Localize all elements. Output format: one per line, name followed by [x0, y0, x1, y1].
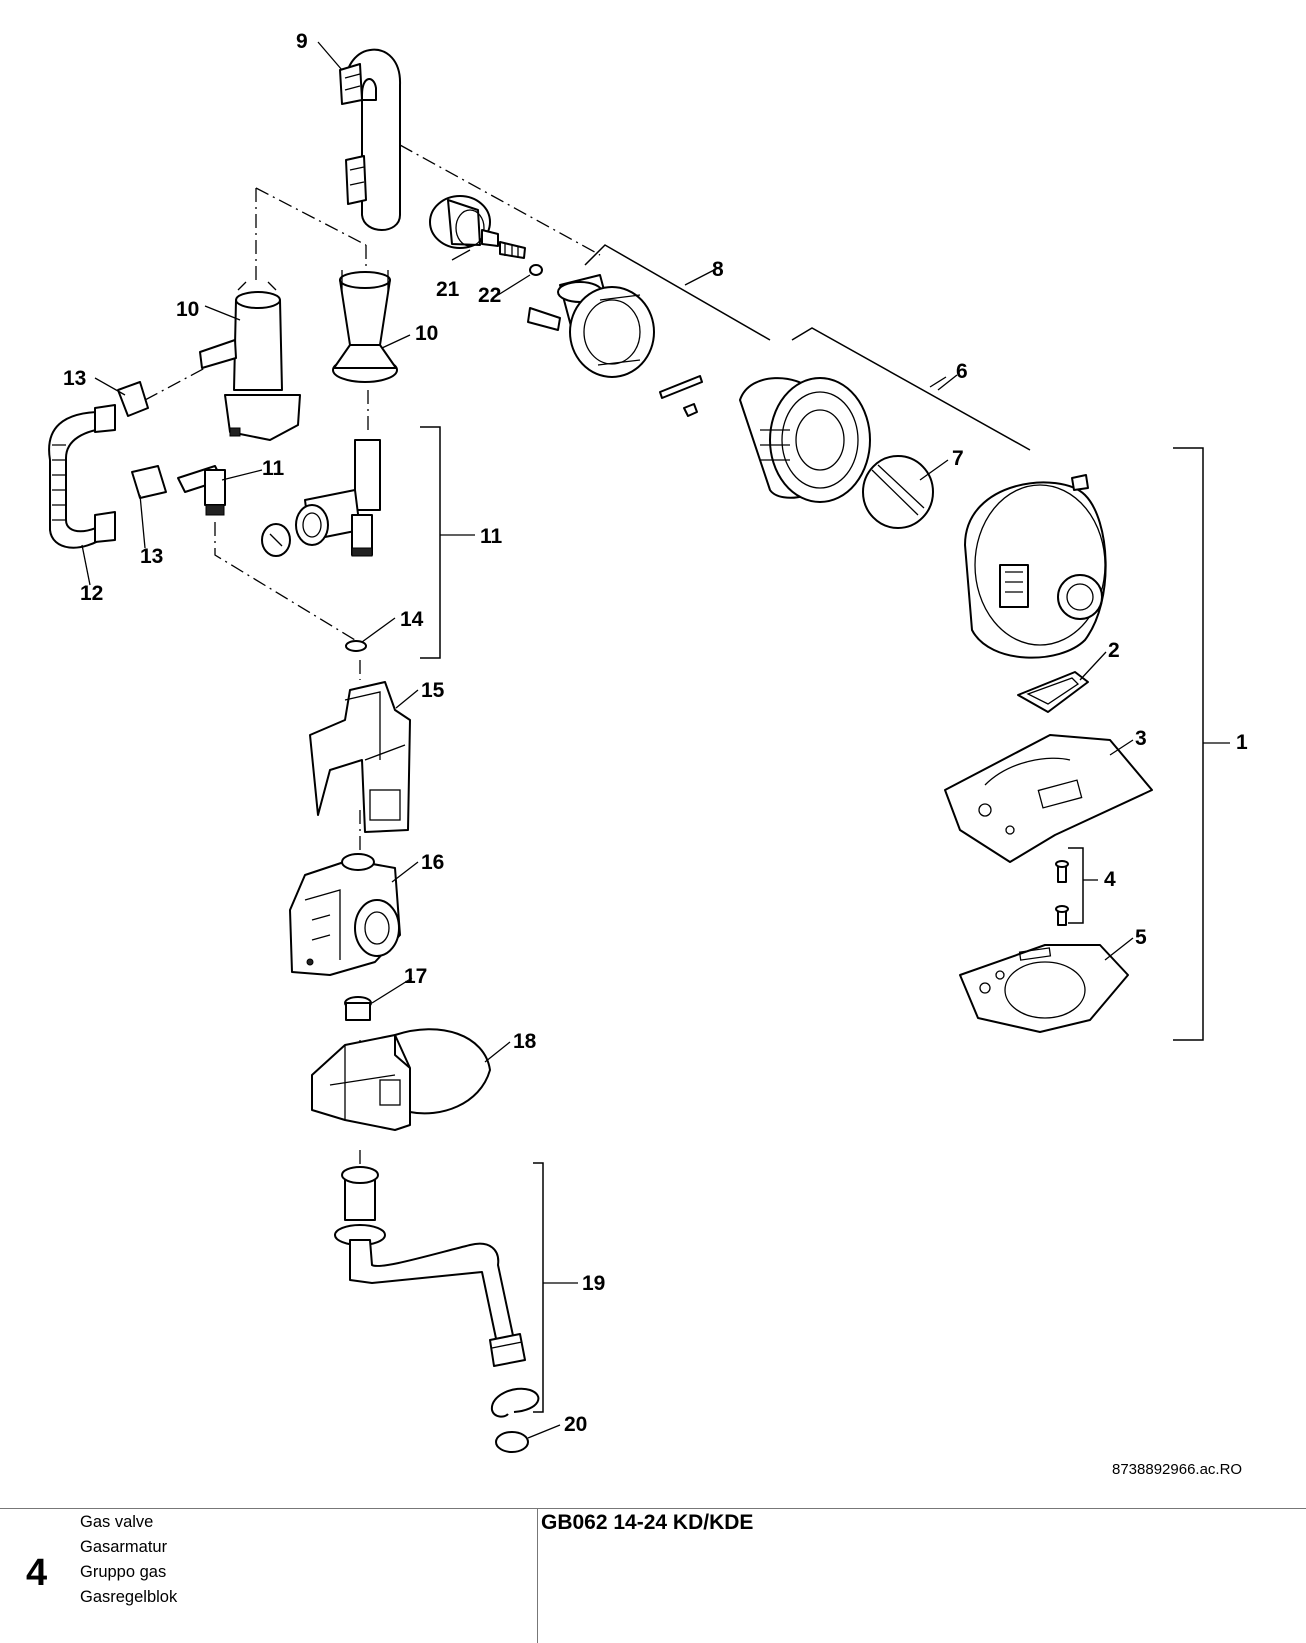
part-1-fan-assembly: [964, 474, 1107, 659]
part-screw-pin: [659, 375, 703, 417]
leader-lines: [81, 41, 1230, 1439]
part-14-oring: [345, 640, 367, 652]
part-10-siphon-left: [199, 281, 301, 441]
page-number: 4: [26, 1552, 48, 1594]
part-16-gas-valve: [289, 853, 401, 976]
part-19-gas-pipe: [334, 1166, 526, 1367]
part-6-fan-housing: [739, 377, 871, 503]
footer-divider: [537, 1508, 538, 1643]
callout-20: 20: [564, 1413, 587, 1436]
part-5-gasket-plate: [959, 944, 1129, 1033]
section-name-nl: Gasregelblok: [80, 1588, 178, 1606]
part-11-t-piece: [261, 439, 381, 557]
part-2-gasket: [1017, 671, 1089, 713]
callout-22: 22: [478, 284, 501, 307]
callout-9: 9: [296, 30, 308, 53]
callout-17: 17: [404, 965, 427, 988]
part-22-nozzle: [499, 241, 543, 276]
exploded-parts-diagram: 9 21 22 8 10 10 6 13 7 11 11 13 12 14 2 …: [48, 30, 1248, 1453]
callout-1: 1: [1236, 731, 1248, 754]
part-3-mounting-plate: [944, 734, 1153, 863]
part-8-venturi: [527, 274, 655, 378]
section-name-en: Gas valve: [80, 1513, 154, 1531]
callout-4: 4: [1104, 868, 1116, 891]
part-11-elbow: [177, 465, 226, 516]
callout-13-top: 13: [63, 367, 86, 390]
part-15-bracket: [309, 681, 411, 833]
callout-10-left: 10: [176, 298, 199, 321]
callout-labels: 9 21 22 8 10 10 6 13 7 11 11 13 12 14 2 …: [63, 30, 1248, 1436]
callout-10-right: 10: [415, 322, 438, 345]
part-7-flap: [862, 455, 934, 529]
section-name-it: Gruppo gas: [80, 1563, 167, 1581]
callout-6: 6: [956, 360, 968, 383]
grouping-brackets: [420, 244, 1204, 1413]
callout-11-group: 11: [480, 525, 503, 548]
part-17-nipple: [344, 996, 372, 1021]
section-names: Gas valve Gasarmatur Gruppo gas Gasregel…: [80, 1510, 177, 1610]
callout-15: 15: [421, 679, 445, 702]
callout-12: 12: [80, 582, 103, 605]
footer: 4 Gas valve Gasarmatur Gruppo gas Gasreg…: [0, 1508, 1306, 1643]
callout-18: 18: [513, 1030, 537, 1053]
part-9-bent-pipe: [339, 48, 402, 231]
callout-8: 8: [712, 258, 724, 281]
callout-16: 16: [421, 851, 444, 874]
callout-19: 19: [582, 1272, 605, 1295]
part-13-clips: [117, 381, 167, 499]
callout-7: 7: [952, 447, 964, 470]
callout-14: 14: [400, 608, 424, 631]
part-4-screws: [1055, 860, 1069, 926]
callout-11-small: 11: [262, 457, 285, 480]
callout-13-bottom: 13: [140, 545, 163, 568]
part-21-adapter: [429, 195, 499, 249]
callout-21: 21: [436, 278, 460, 301]
part-18-tray: [311, 1028, 491, 1131]
part-20-ring: [490, 1387, 540, 1453]
callout-2: 2: [1108, 639, 1120, 662]
part-10-funnel: [332, 270, 398, 383]
section-name-de: Gasarmatur: [80, 1538, 168, 1556]
callout-5: 5: [1135, 926, 1147, 949]
model-title: GB062 14-24 KD/KDE: [541, 1511, 754, 1534]
footer-top-rule: [0, 1508, 1306, 1509]
document-code: 8738892966.ac.RO: [1112, 1461, 1243, 1478]
part-12-hose: [48, 404, 116, 549]
callout-3: 3: [1135, 727, 1147, 750]
